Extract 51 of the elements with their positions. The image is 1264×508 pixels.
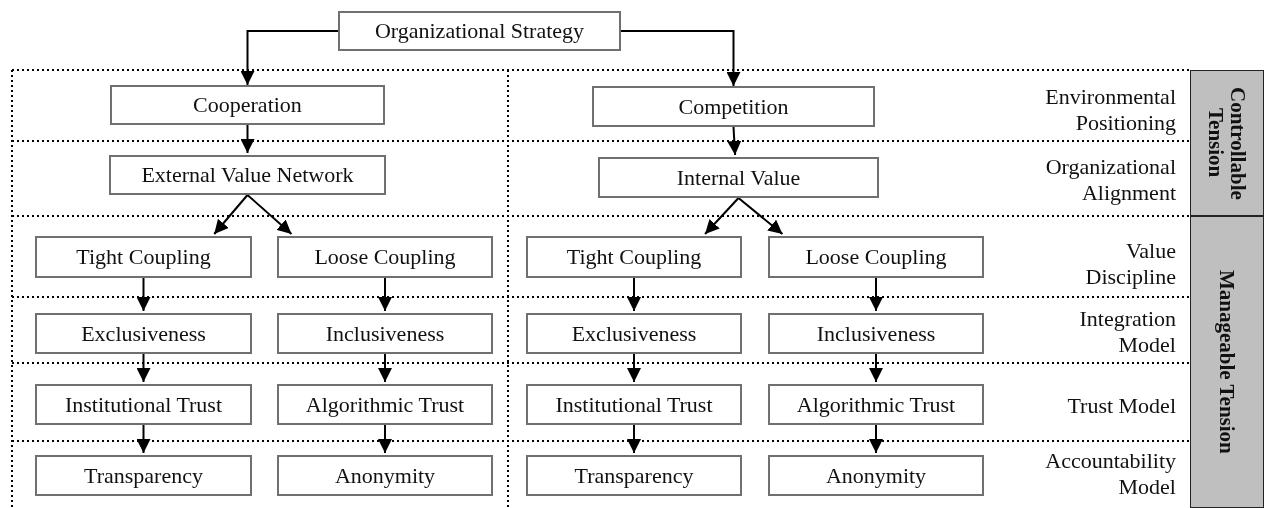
process-box: Competition — [592, 86, 875, 127]
row-label: Accountability Model — [1044, 448, 1176, 501]
tension-band — [1190, 70, 1264, 216]
process-box: Institutional Trust — [35, 384, 252, 425]
arrow — [627, 353, 641, 383]
arrow — [136, 277, 151, 312]
process-box: Institutional Trust — [526, 384, 742, 425]
process-box: Tight Coupling — [526, 236, 742, 278]
arrow — [727, 126, 742, 156]
process-box: Anonymity — [768, 455, 984, 496]
arrow — [869, 353, 883, 383]
arrow — [869, 277, 883, 312]
tension-band — [1190, 216, 1264, 508]
process-box: Inclusiveness — [277, 313, 493, 354]
process-box: External Value Network — [109, 155, 386, 195]
arrow — [246, 194, 293, 235]
arrow — [378, 277, 392, 312]
arrow — [704, 197, 740, 235]
arrow — [378, 424, 392, 454]
row-label: Trust Model — [1066, 393, 1176, 420]
band-label: Manageable Tension — [1215, 270, 1238, 454]
arrow — [240, 30, 339, 86]
process-box: Tight Coupling — [35, 236, 252, 278]
row-label: Environmental Positioning — [1044, 84, 1176, 137]
process-box: Organizational Strategy — [338, 11, 621, 51]
row-label: Integration Model — [1078, 306, 1176, 359]
process-box: Transparency — [526, 455, 742, 496]
arrow — [737, 197, 784, 235]
arrow — [213, 194, 249, 235]
process-box: Internal Value — [598, 157, 879, 198]
row-label: Organizational Alignment — [1044, 154, 1176, 207]
arrow — [620, 30, 741, 87]
process-box: Inclusiveness — [768, 313, 984, 354]
arrow — [627, 277, 641, 312]
process-box: Algorithmic Trust — [768, 384, 984, 425]
arrow — [627, 424, 641, 454]
band-label: Controllable Tension — [1204, 85, 1250, 202]
arrow — [869, 424, 883, 454]
process-box: Exclusiveness — [526, 313, 742, 354]
arrow — [378, 353, 392, 383]
arrow — [136, 424, 151, 454]
process-box: Exclusiveness — [35, 313, 252, 354]
process-box: Anonymity — [277, 455, 493, 496]
arrow — [136, 353, 151, 383]
process-box: Algorithmic Trust — [277, 384, 493, 425]
process-box: Loose Coupling — [768, 236, 984, 278]
process-box: Loose Coupling — [277, 236, 493, 278]
row-label: Value Discipline — [1084, 238, 1176, 291]
arrow — [240, 124, 255, 154]
process-box: Transparency — [35, 455, 252, 496]
process-box: Cooperation — [110, 85, 385, 125]
